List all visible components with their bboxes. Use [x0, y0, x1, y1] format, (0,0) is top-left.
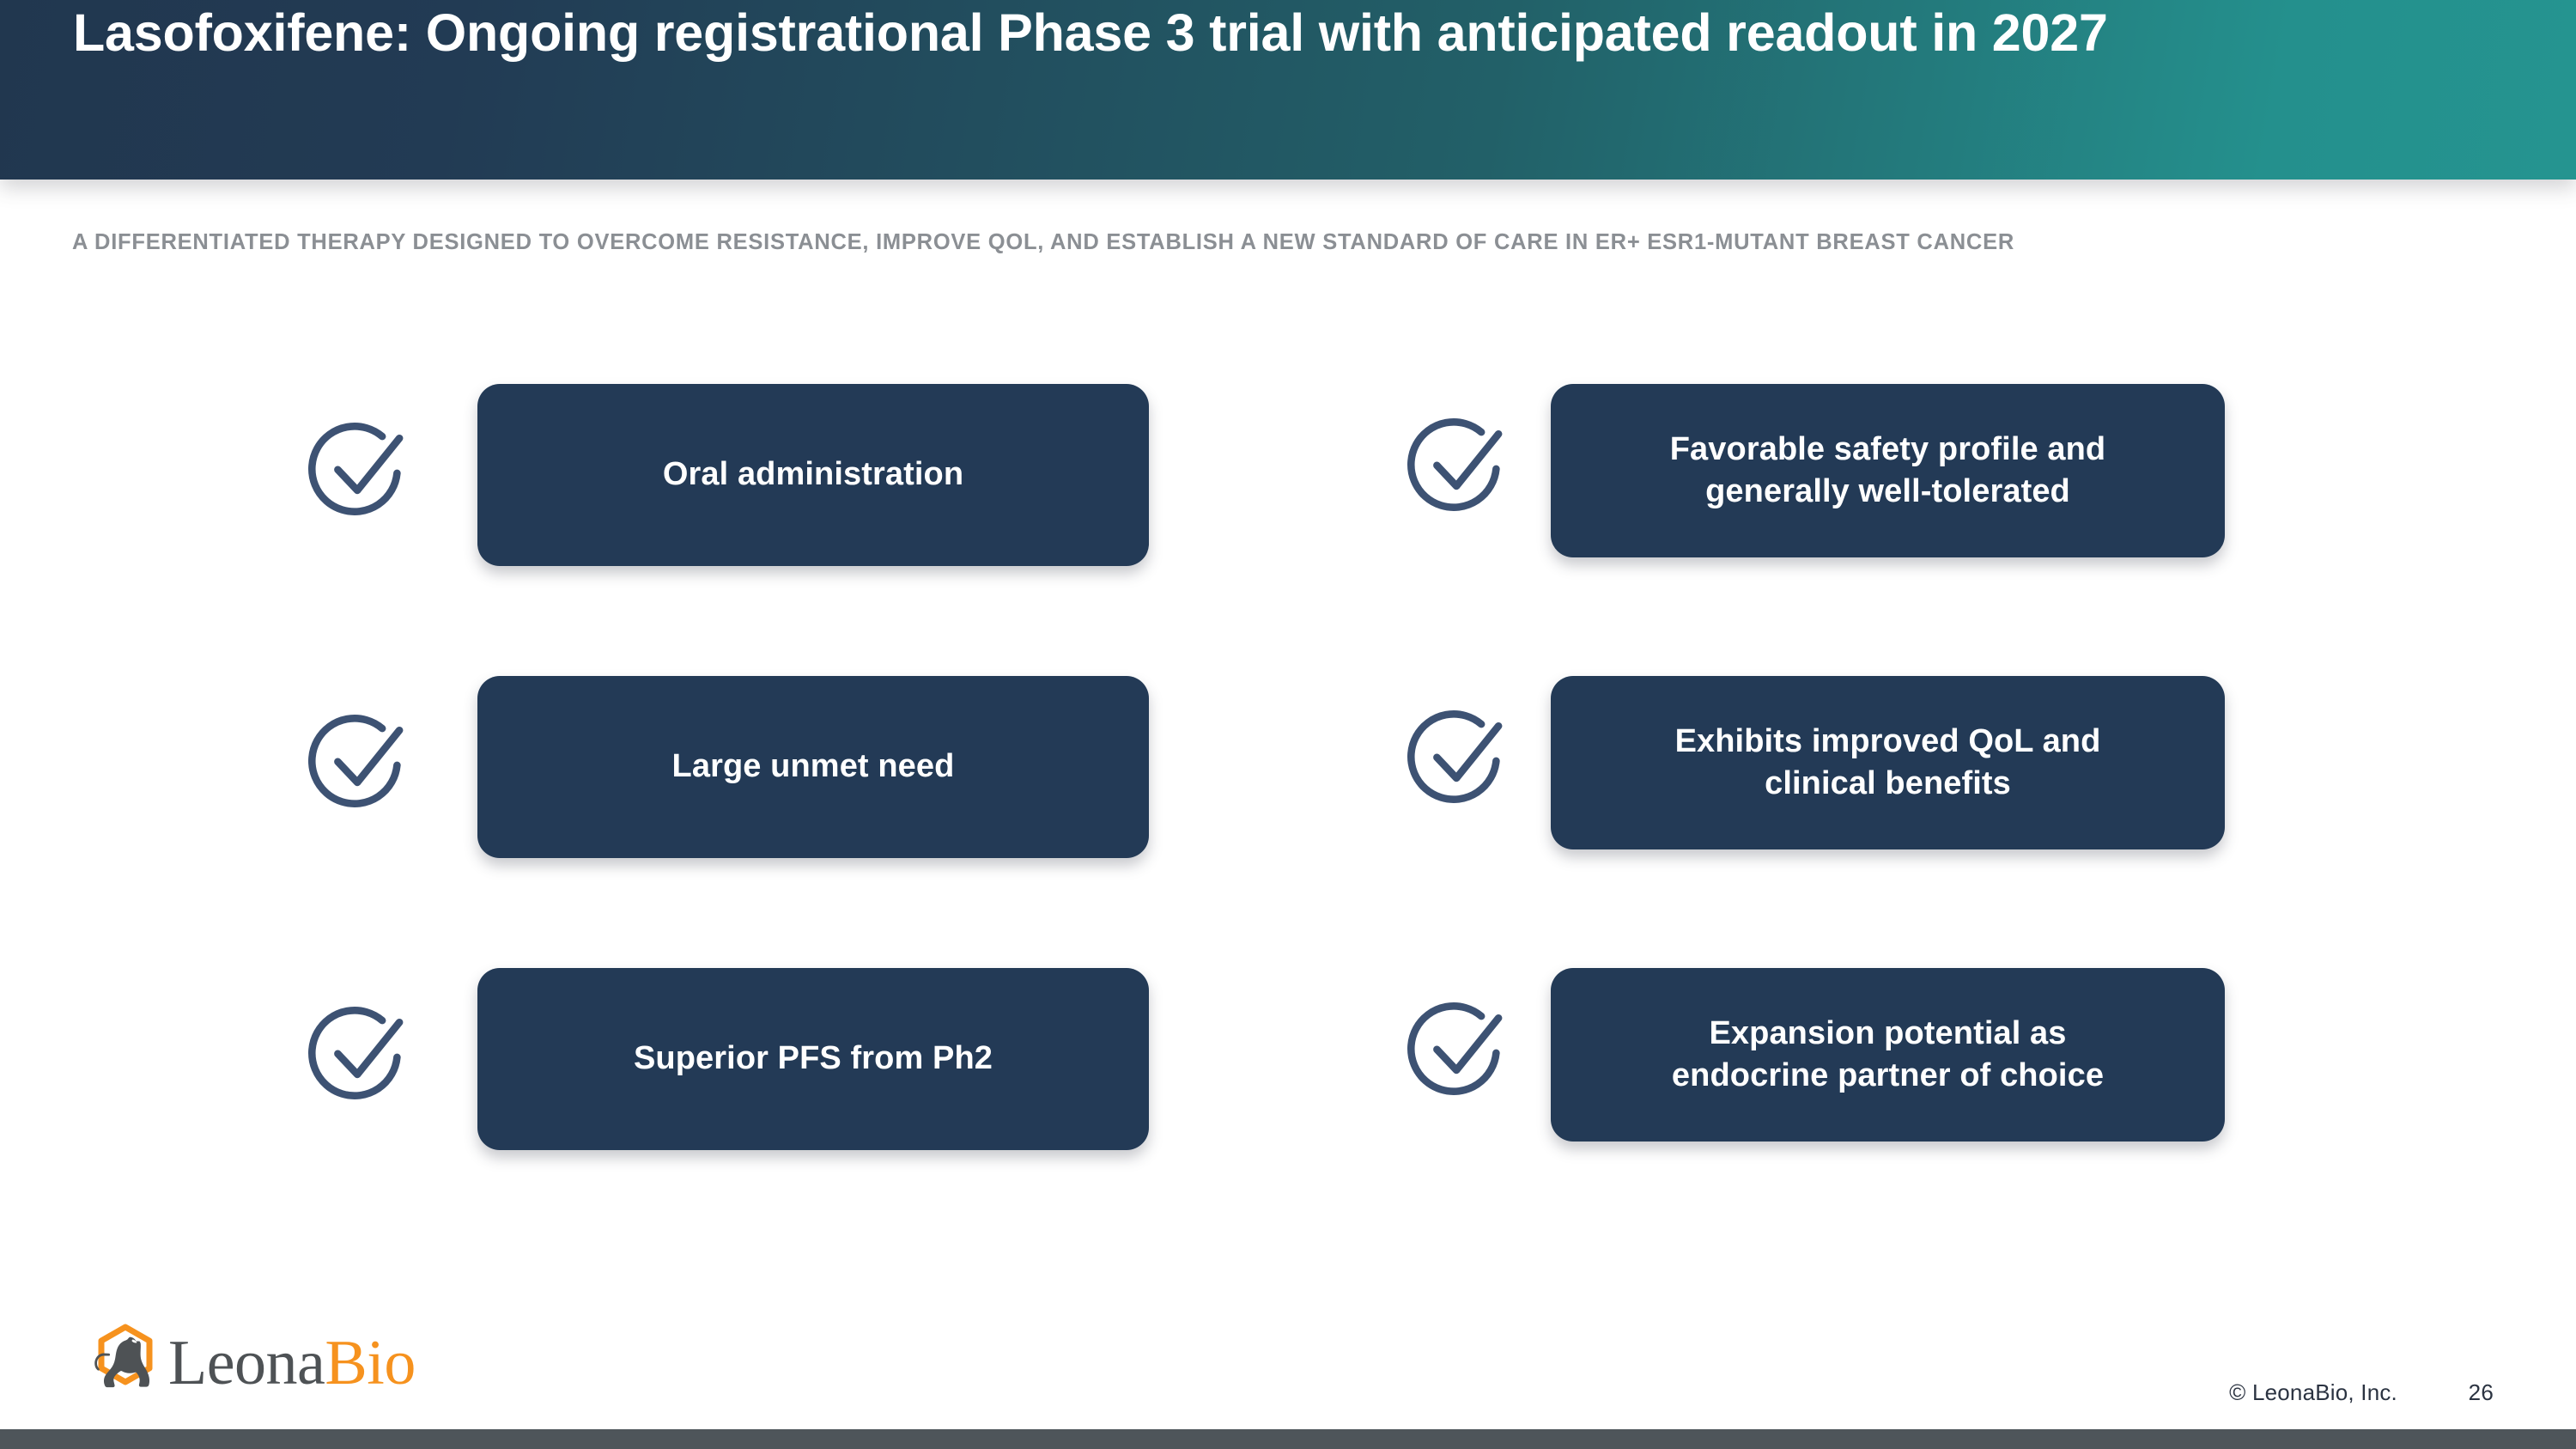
lion-hexagon-logo-icon: [82, 1322, 167, 1404]
benefit-card-label: Superior PFS from Ph2: [633, 1040, 993, 1077]
benefit-item-large-unmet-need: Large unmet need: [302, 676, 1149, 858]
benefit-item-superior-pfs: Superior PFS from Ph2: [302, 968, 1149, 1150]
logo-word-bio: Bio: [325, 1328, 416, 1398]
check-circle-icon: [302, 1000, 421, 1118]
benefit-item-expansion-potential: Expansion potential as endocrine partner…: [1401, 968, 2225, 1142]
page-title: Lasofoxifene: Ongoing registrational Pha…: [73, 3, 2108, 62]
bottom-accent-bar: [0, 1429, 2576, 1449]
benefit-card: Oral administration: [477, 384, 1149, 566]
benefit-row: Large unmet need Exhibits improved QoL a…: [0, 676, 2576, 968]
benefit-grid: Oral administration Favorable safety pro…: [0, 384, 2576, 1260]
benefit-row: Superior PFS from Ph2 Expansion potentia…: [0, 968, 2576, 1260]
benefit-card-label: Favorable safety profile and generally w…: [1669, 430, 2106, 509]
footer-page-number: 26: [2468, 1379, 2494, 1405]
benefit-card: Exhibits improved QoL and clinical benef…: [1551, 676, 2225, 849]
benefit-row: Oral administration Favorable safety pro…: [0, 384, 2576, 676]
check-circle-icon: [302, 708, 421, 826]
check-circle-icon: [302, 416, 421, 534]
benefit-card: Favorable safety profile and generally w…: [1551, 384, 2225, 557]
benefit-card-label: Expansion potential as endocrine partner…: [1671, 1014, 2105, 1093]
benefit-card: Expansion potential as endocrine partner…: [1551, 968, 2225, 1142]
benefit-card-label: Exhibits improved QoL and clinical benef…: [1674, 722, 2101, 801]
benefit-card-label: Large unmet need: [671, 748, 955, 785]
benefit-card: Large unmet need: [477, 676, 1149, 858]
logo-wordmark: LeonaBio: [168, 1331, 416, 1395]
benefit-item-favorable-safety-profile: Favorable safety profile and generally w…: [1401, 384, 2225, 557]
slide-header-band: Lasofoxifene: Ongoing registrational Pha…: [0, 0, 2576, 180]
check-circle-icon: [1401, 995, 1520, 1114]
benefit-card-label: Oral administration: [662, 456, 964, 493]
check-circle-icon: [1401, 703, 1520, 822]
logo-word-leona: Leona: [168, 1328, 325, 1398]
footer-copyright: © LeonaBio, Inc.: [2229, 1379, 2397, 1405]
page-subtitle: A DIFFERENTIATED THERAPY DESIGNED TO OVE…: [72, 230, 2014, 254]
company-logo: LeonaBio: [82, 1322, 416, 1404]
benefit-item-oral-administration: Oral administration: [302, 384, 1149, 566]
benefit-card: Superior PFS from Ph2: [477, 968, 1149, 1150]
benefit-item-improved-qol: Exhibits improved QoL and clinical benef…: [1401, 676, 2225, 849]
check-circle-icon: [1401, 411, 1520, 530]
